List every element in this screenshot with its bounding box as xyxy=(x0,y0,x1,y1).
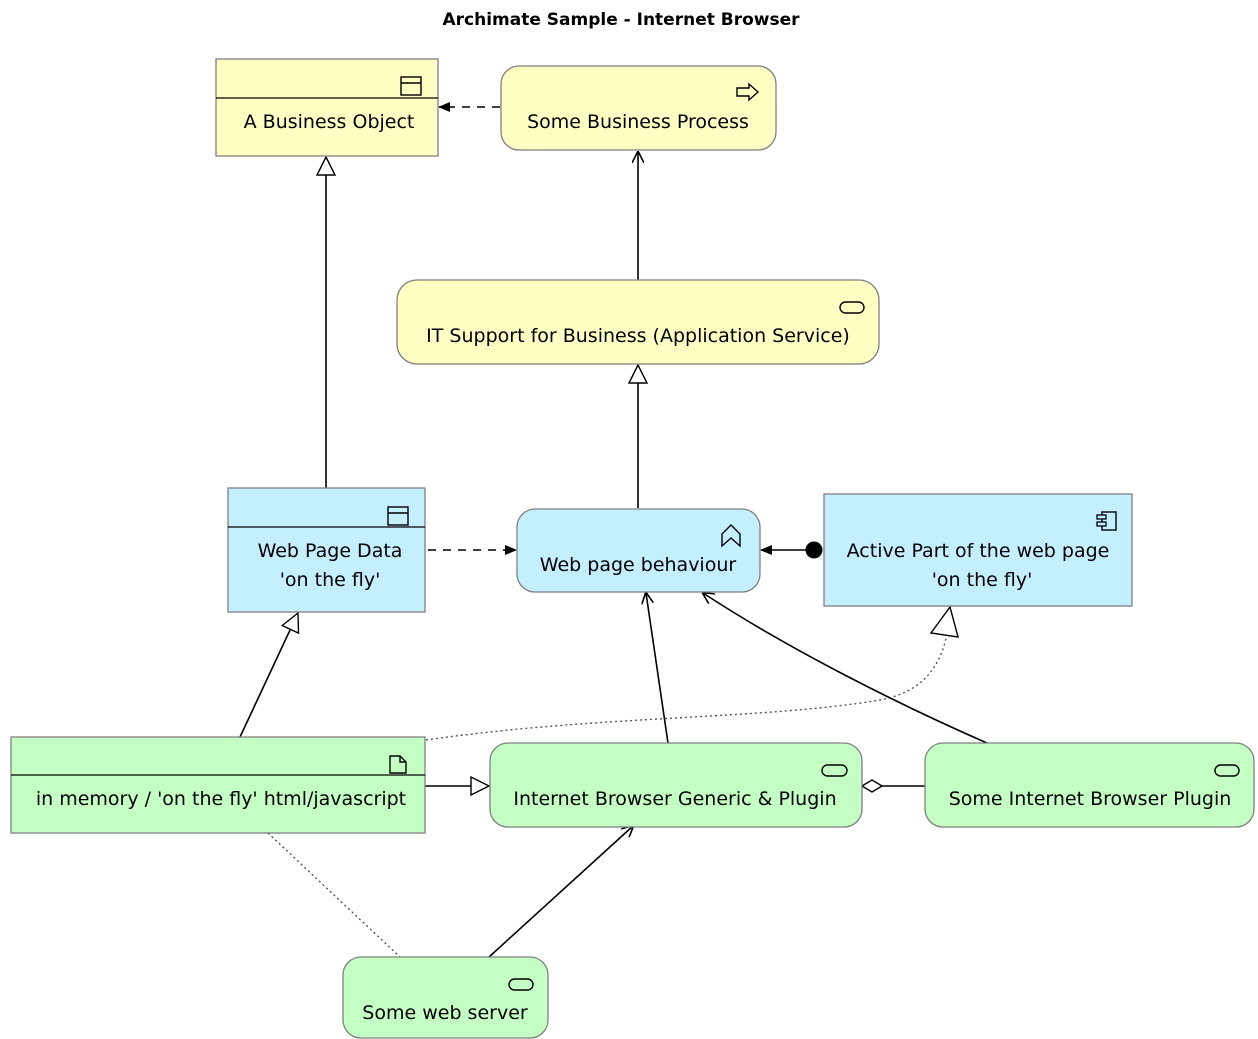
node-active-part[interactable]: Active Part of the web page 'on the fly' xyxy=(823,493,1133,607)
component-icon xyxy=(1096,511,1117,531)
edges xyxy=(239,102,988,958)
edge-browser-generic-to-behaviour xyxy=(646,593,669,744)
service-pill-icon xyxy=(839,301,865,314)
diagram-title: Archimate Sample - Internet Browser xyxy=(442,10,800,30)
service-pill-icon xyxy=(1214,764,1240,777)
node-it-support[interactable]: IT Support for Business (Application Ser… xyxy=(396,279,880,365)
web-server-label: Some web server xyxy=(362,1002,528,1024)
service-pill-icon xyxy=(821,764,848,777)
edge-in-memory-to-active-part xyxy=(425,607,951,741)
node-browser-plugin[interactable]: Some Internet Browser Plugin xyxy=(924,742,1255,828)
it-support-label: IT Support for Business (Application Ser… xyxy=(426,325,850,347)
data-object-icon xyxy=(387,506,409,526)
active-part-label-line1: Active Part of the web page xyxy=(847,540,1110,562)
web-page-behaviour-label: Web page behaviour xyxy=(540,554,737,576)
function-chevron-icon xyxy=(721,524,741,548)
edge-browser-plugin-to-behaviour xyxy=(703,593,988,744)
web-page-data-label-line2: 'on the fly' xyxy=(280,569,381,591)
browser-generic-label: Internet Browser Generic & Plugin xyxy=(513,788,836,810)
node-browser-generic[interactable]: Internet Browser Generic & Plugin xyxy=(489,742,863,828)
process-arrow-icon xyxy=(736,82,760,102)
node-business-process[interactable]: Some Business Process xyxy=(500,65,777,151)
business-object-icon xyxy=(400,76,422,96)
node-web-server[interactable]: Some web server xyxy=(342,956,549,1039)
service-pill-icon xyxy=(508,978,534,991)
edge-in-memory-to-web-data xyxy=(239,613,298,738)
node-business-object[interactable]: A Business Object xyxy=(215,58,439,157)
edge-in-memory-to-active-part-head xyxy=(929,605,959,638)
business-object-label: A Business Object xyxy=(244,111,415,133)
edge-web-server-to-browser-generic xyxy=(488,826,633,958)
edge-in-memory-to-web-server xyxy=(267,832,401,958)
artifact-icon xyxy=(389,755,407,774)
browser-plugin-label: Some Internet Browser Plugin xyxy=(949,788,1232,810)
web-page-data-label-line1: Web Page Data xyxy=(258,540,403,562)
node-web-page-data[interactable]: Web Page Data 'on the fly' xyxy=(227,487,426,613)
business-process-label: Some Business Process xyxy=(527,111,749,133)
node-web-page-behaviour[interactable]: Web page behaviour xyxy=(516,508,761,593)
in-memory-label: in memory / 'on the fly' html/javascript xyxy=(36,788,406,810)
node-in-memory-artifact[interactable]: in memory / 'on the fly' html/javascript xyxy=(10,736,426,834)
active-part-label-line2: 'on the fly' xyxy=(932,569,1033,591)
